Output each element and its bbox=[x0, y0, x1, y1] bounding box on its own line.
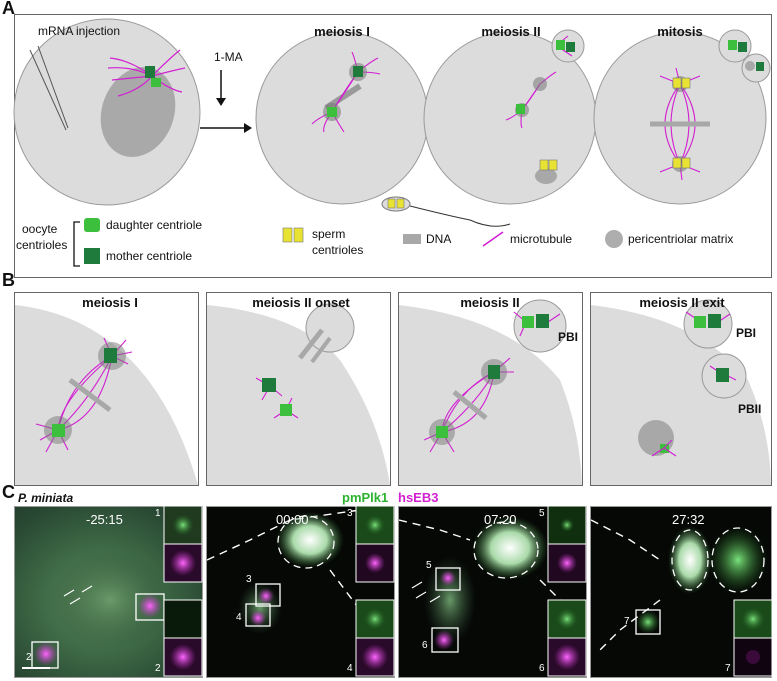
legend-dna: DNA bbox=[426, 232, 452, 246]
legend-mother-centriole: mother centriole bbox=[106, 249, 193, 263]
legend-centrioles-word: centrioles bbox=[16, 238, 68, 252]
panel-c-letter: C bbox=[2, 482, 15, 502]
roi-number-4: 4 bbox=[236, 612, 242, 623]
legend-oocyte-word: oocyte bbox=[22, 222, 58, 236]
legend-sperm-centrioles-word: centrioles bbox=[312, 243, 364, 257]
mrna-injection-label: mRNA injection bbox=[38, 24, 121, 38]
b-title-meiosis-2-exit: meiosis II exit bbox=[639, 295, 725, 310]
roi-number-6: 6 bbox=[422, 640, 428, 651]
roi-number-3: 3 bbox=[246, 574, 252, 585]
stage-title-meiosis-2: meiosis II bbox=[481, 24, 541, 39]
timestamp-4: 27:32 bbox=[672, 512, 705, 527]
b-title-meiosis-1: meiosis I bbox=[82, 295, 138, 310]
roi-number-5: 5 bbox=[426, 560, 432, 571]
marker-magenta-label: hsEB3 bbox=[398, 490, 439, 505]
inset-number-7: 7 bbox=[725, 663, 731, 674]
roi-number-7: 7 bbox=[624, 616, 630, 627]
b3-pb1-label: PBI bbox=[558, 330, 579, 344]
stage-title-mitosis: mitosis bbox=[657, 24, 703, 39]
b4-pb2-label: PBII bbox=[738, 402, 762, 416]
inset-number-3: 3 bbox=[347, 508, 353, 519]
marker-green-label: pmPlk1 bbox=[342, 490, 389, 505]
treatment-label: 1-MA bbox=[214, 50, 243, 64]
legend-microtubule: microtubule bbox=[510, 232, 573, 246]
legend-sperm-word: sperm bbox=[312, 227, 346, 241]
inset-number-6: 6 bbox=[539, 663, 545, 674]
legend-daughter-centriole: daughter centriole bbox=[106, 218, 203, 232]
timestamp-1: -25:15 bbox=[86, 512, 123, 527]
species-label: P. miniata bbox=[18, 491, 74, 505]
panel-a-letter: A bbox=[2, 0, 15, 18]
inset-number-2: 2 bbox=[155, 663, 161, 674]
b-title-meiosis-2-onset: meiosis II onset bbox=[252, 295, 350, 310]
stage-title-meiosis-1: meiosis I bbox=[314, 24, 370, 39]
b-title-meiosis-2: meiosis II bbox=[460, 295, 520, 310]
inset-number-1: 1 bbox=[155, 508, 161, 519]
timestamp-2: 00:00 bbox=[276, 512, 309, 527]
roi-number-2: 2 bbox=[26, 652, 32, 663]
inset-number-4: 4 bbox=[347, 663, 353, 674]
b4-pb1-label: PBI bbox=[736, 326, 757, 340]
timestamp-3: 07:20 bbox=[484, 512, 517, 527]
legend-pcm: pericentriolar matrix bbox=[628, 232, 734, 246]
panel-b-letter: B bbox=[2, 270, 15, 290]
inset-number-5: 5 bbox=[539, 508, 545, 519]
